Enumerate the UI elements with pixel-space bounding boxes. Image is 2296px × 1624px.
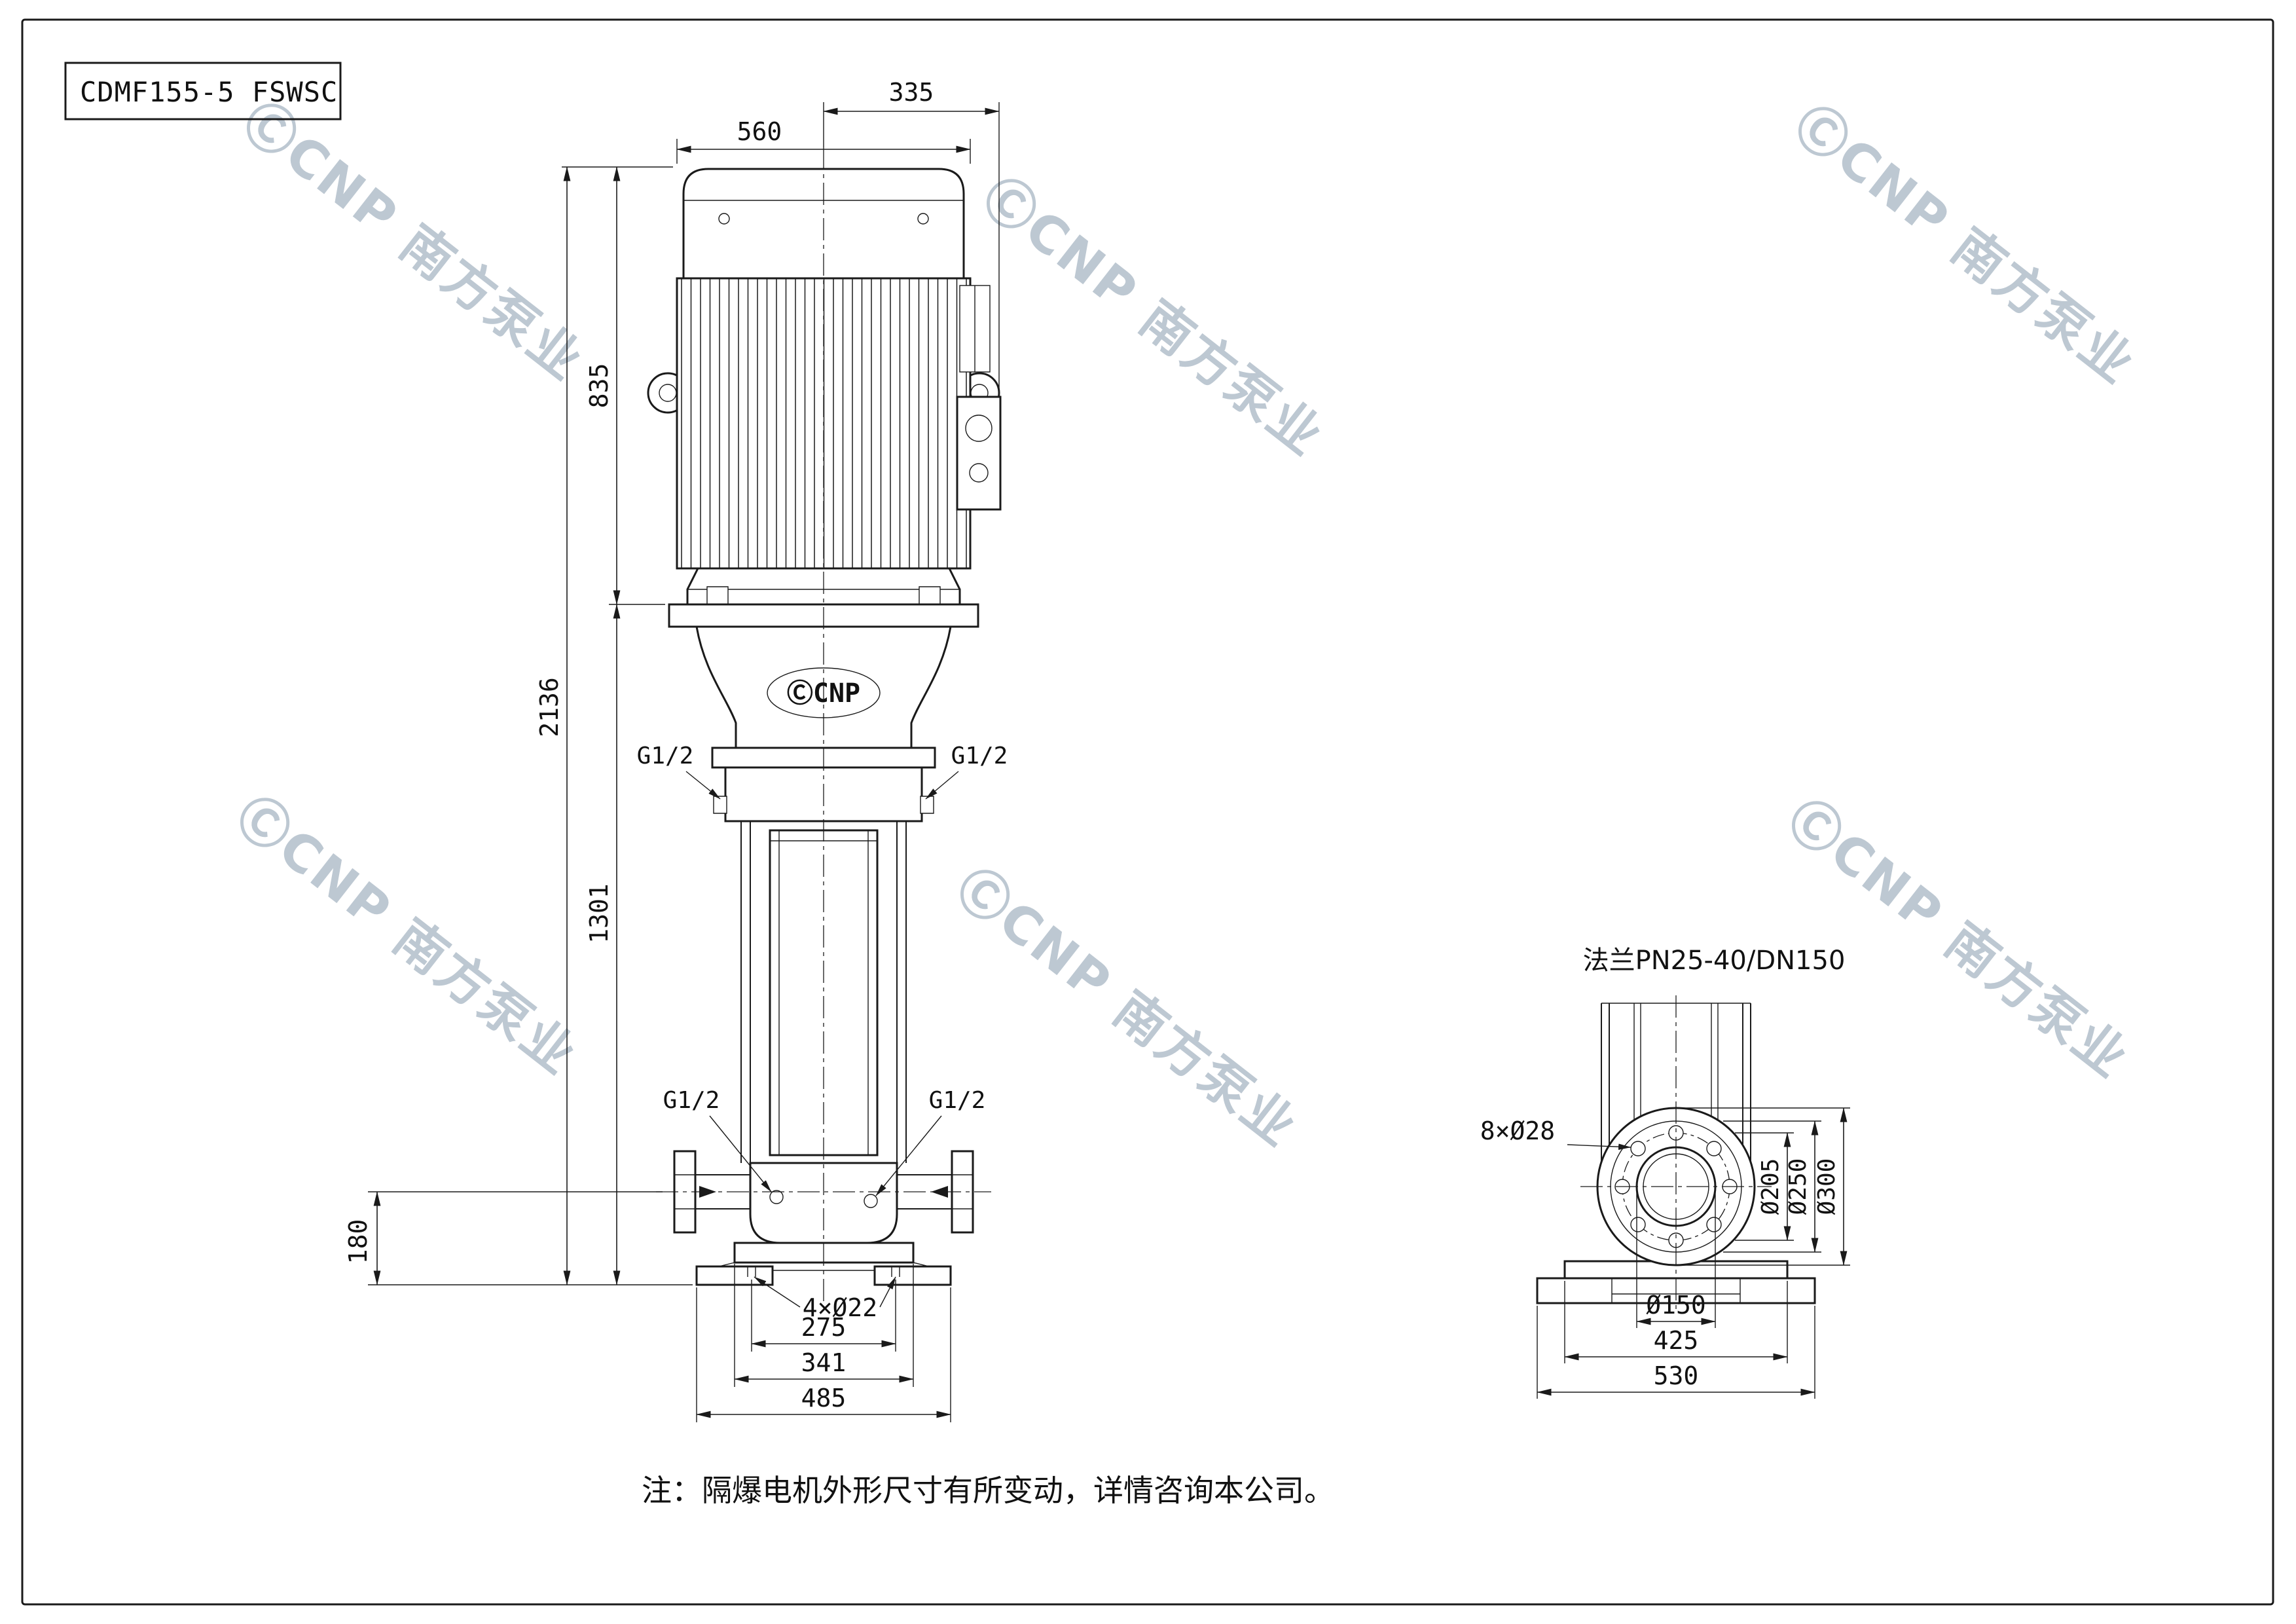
dim-label-180: 180 [344, 1219, 373, 1264]
leader [925, 771, 959, 800]
dim-label-8xd28: 8×Ø28 [1480, 1116, 1555, 1145]
extension-lines [1537, 1306, 1815, 1399]
extension-lines [696, 1287, 951, 1422]
leader-left [754, 1276, 801, 1308]
dim-485: 485 [696, 1287, 951, 1422]
dim-1301: 1301 [585, 604, 621, 1285]
fan-screw-left [718, 213, 730, 225]
extension-lines [1681, 1107, 1850, 1266]
dim-835: 835 [562, 166, 673, 605]
dim-180: 180 [344, 1191, 663, 1285]
suction-flange-ticks [674, 1174, 695, 1209]
dim-label-4xd22: 4×Ø22 [803, 1293, 877, 1322]
extension-lines [734, 1264, 914, 1387]
port-label: G1/2 [951, 743, 1008, 769]
anchor-bolt-slots [747, 1266, 900, 1277]
footnote: 注：隔爆电机外形尺寸有所变动，详情咨询本公司。 [642, 1473, 1334, 1508]
dim-bolt-holes: 8×Ø28 [1480, 1116, 1631, 1150]
dim-label-560: 560 [737, 117, 782, 146]
column-barrel-lines [1601, 1003, 1751, 1166]
dim-label-335: 335 [889, 78, 934, 107]
drawing-border [21, 18, 2274, 1606]
leader-right [879, 1276, 896, 1308]
leader [709, 1115, 772, 1192]
lug-hole-left [659, 384, 677, 402]
leader [1567, 1143, 1631, 1150]
title-block-frame [64, 62, 342, 120]
dim-label-d205: Ø205 [1757, 1158, 1784, 1215]
port-callout-bottom-left: G1/2 [663, 1087, 772, 1192]
extension-lines [751, 1280, 896, 1352]
dim-label-530: 530 [1654, 1361, 1699, 1390]
dim-label-d250: Ø250 [1785, 1158, 1812, 1215]
dim-label-425: 425 [1654, 1326, 1699, 1355]
discharge-flange-ticks [952, 1174, 973, 1209]
dim-341: 341 [734, 1264, 914, 1387]
cable-gland-small [969, 463, 989, 483]
port-pipes [695, 1174, 952, 1209]
port-label: G1/2 [929, 1087, 986, 1114]
dim-label-d150: Ø150 [1646, 1291, 1706, 1320]
extension-lines [1723, 1120, 1821, 1253]
dim-label-485: 485 [801, 1384, 847, 1412]
dim-label-835: 835 [585, 363, 613, 409]
port-callout-top-left: G1/2 [637, 743, 721, 800]
junction-box [956, 396, 1002, 511]
drain-plug-right [864, 1194, 878, 1208]
column-tie-rods [1601, 1003, 1751, 1172]
cable-gland-large [965, 415, 993, 442]
port-label: G1/2 [637, 743, 694, 769]
port-label: G1/2 [663, 1087, 720, 1114]
drain-plug-left [769, 1190, 784, 1204]
flange-view: 法兰PN25-40/DN150 8×Ø28 Ø205 Ø250 Ø300 Ø15… [1480, 946, 1850, 1399]
dim-d205: Ø205 [1735, 1132, 1794, 1241]
bolt-hole [1706, 1141, 1722, 1156]
dim-label-d300: Ø300 [1813, 1158, 1840, 1215]
dim-d150: Ø150 [1636, 1190, 1716, 1328]
dim-530: 530 [1537, 1306, 1815, 1399]
dim-425: 425 [1564, 1281, 1788, 1363]
leader [685, 771, 721, 800]
bolt-hole [1706, 1217, 1722, 1232]
bolt-hole [1630, 1141, 1646, 1156]
bolt-hole [1630, 1217, 1646, 1232]
front-view: ⒸCNP [344, 78, 1008, 1422]
dim-anchor-holes: 4×Ø22 [754, 1276, 896, 1322]
extension-lines [1636, 1190, 1716, 1328]
flange-spec-title: 法兰PN25-40/DN150 [1583, 946, 1846, 976]
dim-label-2136: 2136 [535, 677, 564, 737]
port-callout-top-right: G1/2 [925, 743, 1008, 800]
tie-rods [740, 821, 907, 1163]
dim-560: 560 [676, 117, 971, 164]
leader [875, 1115, 942, 1196]
dim-d250: Ø250 [1723, 1120, 1821, 1253]
port-callout-bottom-right: G1/2 [875, 1087, 986, 1196]
fan-screw-right [917, 213, 929, 225]
title-block: CDMF155-5 FSWSC [64, 62, 342, 120]
model-number: CDMF155-5 FSWSC [80, 76, 338, 108]
dim-335: 335 [823, 78, 1000, 394]
dim-label-1301: 1301 [585, 883, 613, 944]
dim-label-275: 275 [801, 1313, 847, 1342]
dim-label-341: 341 [801, 1348, 847, 1377]
dim-d300: Ø300 [1681, 1107, 1850, 1266]
motor [647, 168, 1002, 606]
dim-275: 275 [751, 1280, 896, 1352]
dim-2136: 2136 [368, 166, 693, 1285]
extension-lines [1564, 1281, 1788, 1363]
